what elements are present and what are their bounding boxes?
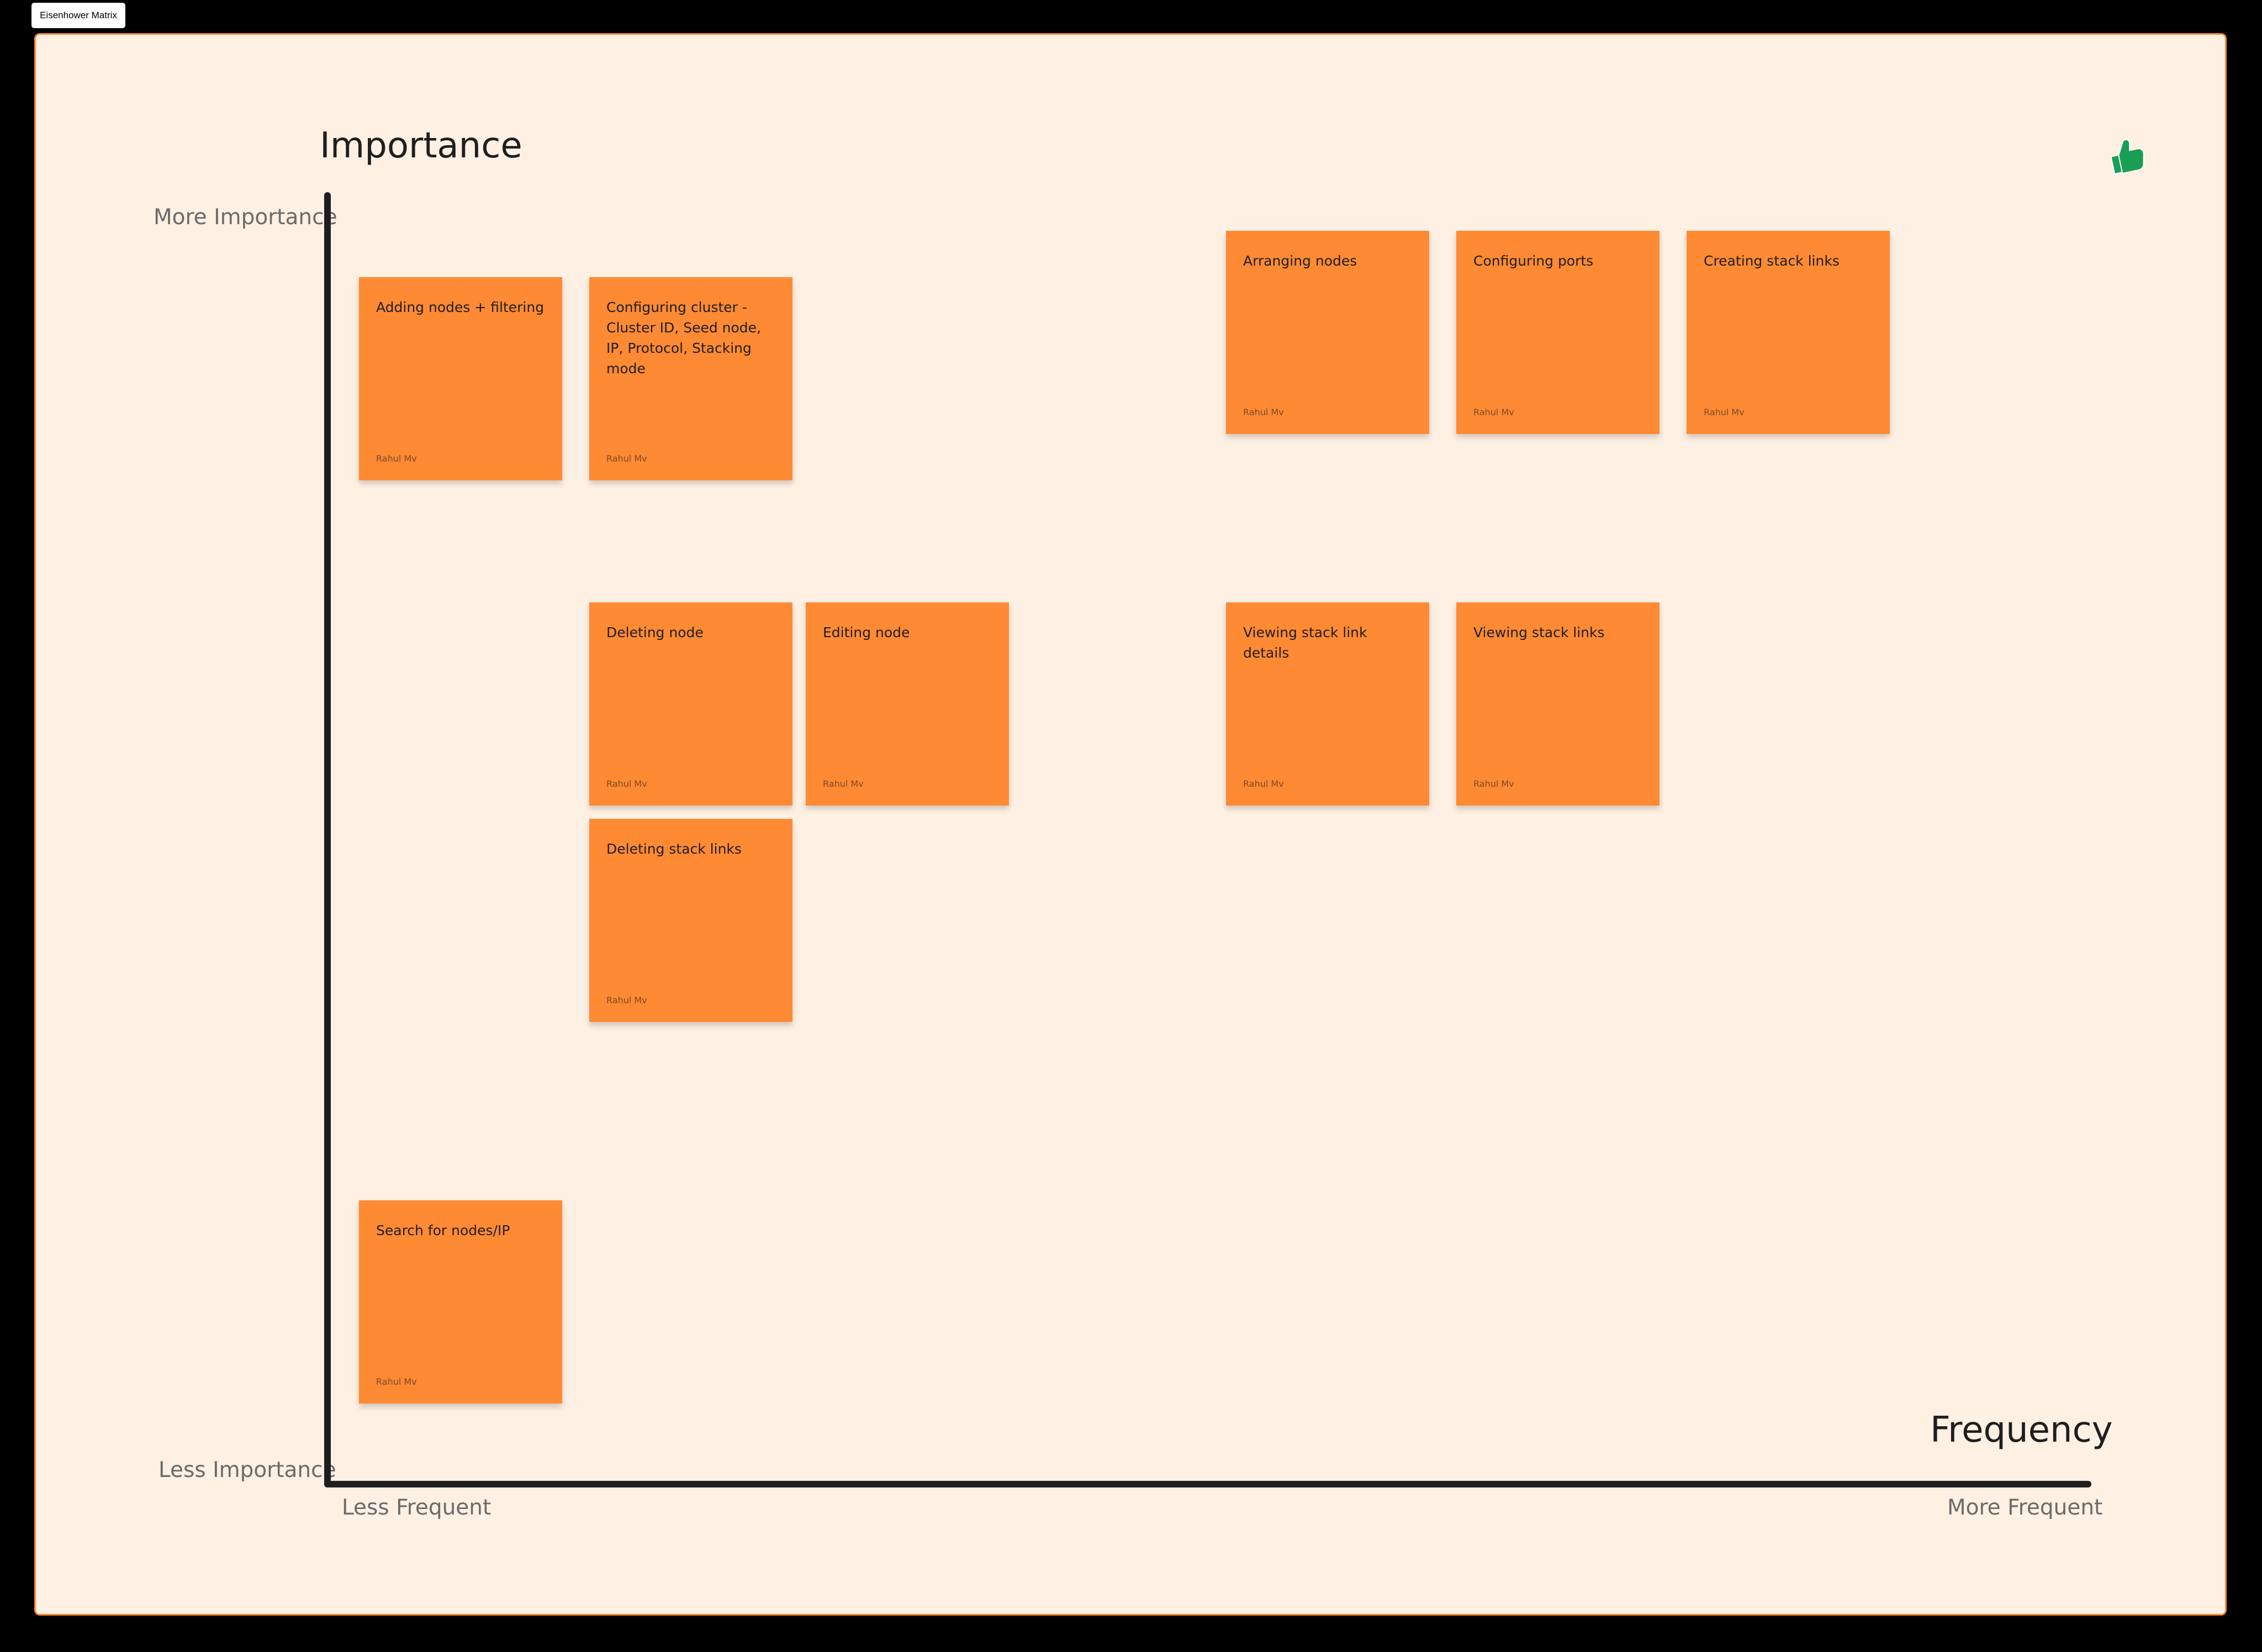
sticky-note[interactable]: Configuring ports Rahul Mv [1456,231,1659,434]
sticky-note-text: Configuring ports [1473,253,1594,269]
y-axis-title: Importance [320,125,522,166]
y-axis-top-label: More Importance [154,205,337,230]
sticky-note-text: Creating stack links [1704,253,1840,269]
eisenhower-matrix-board[interactable]: Importance More Importance Less Importan… [34,33,2227,1616]
y-axis-line [324,192,331,1487]
sticky-note-text: Viewing stack link details [1243,624,1367,661]
sticky-note-text: Search for nodes/IP [376,1222,510,1238]
sticky-note-text: Deleting stack links [606,841,742,857]
sticky-note-text: Deleting node [606,624,704,640]
sticky-note[interactable]: Creating stack links Rahul Mv [1687,231,1890,434]
sticky-note-author: Rahul Mv [1243,407,1284,417]
thumbs-up-icon[interactable] [2104,134,2148,178]
frame-label[interactable]: Eisenhower Matrix [31,3,125,28]
sticky-note[interactable]: Viewing stack links Rahul Mv [1456,602,1659,806]
sticky-note-text: Viewing stack links [1473,624,1605,640]
sticky-note-author: Rahul Mv [1473,407,1514,417]
y-axis-bottom-label: Less Importance [158,1458,336,1482]
sticky-note[interactable]: Arranging nodes Rahul Mv [1226,231,1429,434]
x-axis-left-label: Less Frequent [342,1495,491,1520]
x-axis-line [324,1481,2091,1487]
sticky-note-author: Rahul Mv [376,453,417,464]
sticky-note-text: Configuring cluster - Cluster ID, Seed n… [606,299,761,377]
sticky-note-author: Rahul Mv [376,1376,417,1387]
sticky-note[interactable]: Editing node Rahul Mv [806,602,1009,806]
sticky-note-text: Arranging nodes [1243,253,1357,269]
sticky-note[interactable]: Viewing stack link details Rahul Mv [1226,602,1429,806]
sticky-note-author: Rahul Mv [606,779,647,789]
sticky-note[interactable]: Deleting node Rahul Mv [589,602,792,806]
sticky-note[interactable]: Adding nodes + filtering Rahul Mv [359,277,562,480]
x-axis-title: Frequency [1930,1410,2113,1450]
sticky-note-author: Rahul Mv [606,453,647,464]
sticky-note[interactable]: Configuring cluster - Cluster ID, Seed n… [589,277,792,480]
sticky-note-text: Adding nodes + filtering [376,299,545,315]
sticky-note-author: Rahul Mv [1473,779,1514,789]
sticky-note-author: Rahul Mv [1704,407,1745,417]
x-axis-right-label: More Frequent [1947,1495,2103,1520]
sticky-note[interactable]: Search for nodes/IP Rahul Mv [359,1200,562,1404]
sticky-note-author: Rahul Mv [606,995,647,1005]
sticky-note-author: Rahul Mv [823,779,864,789]
sticky-note[interactable]: Deleting stack links Rahul Mv [589,819,792,1022]
sticky-note-text: Editing node [823,624,910,640]
sticky-note-author: Rahul Mv [1243,779,1284,789]
